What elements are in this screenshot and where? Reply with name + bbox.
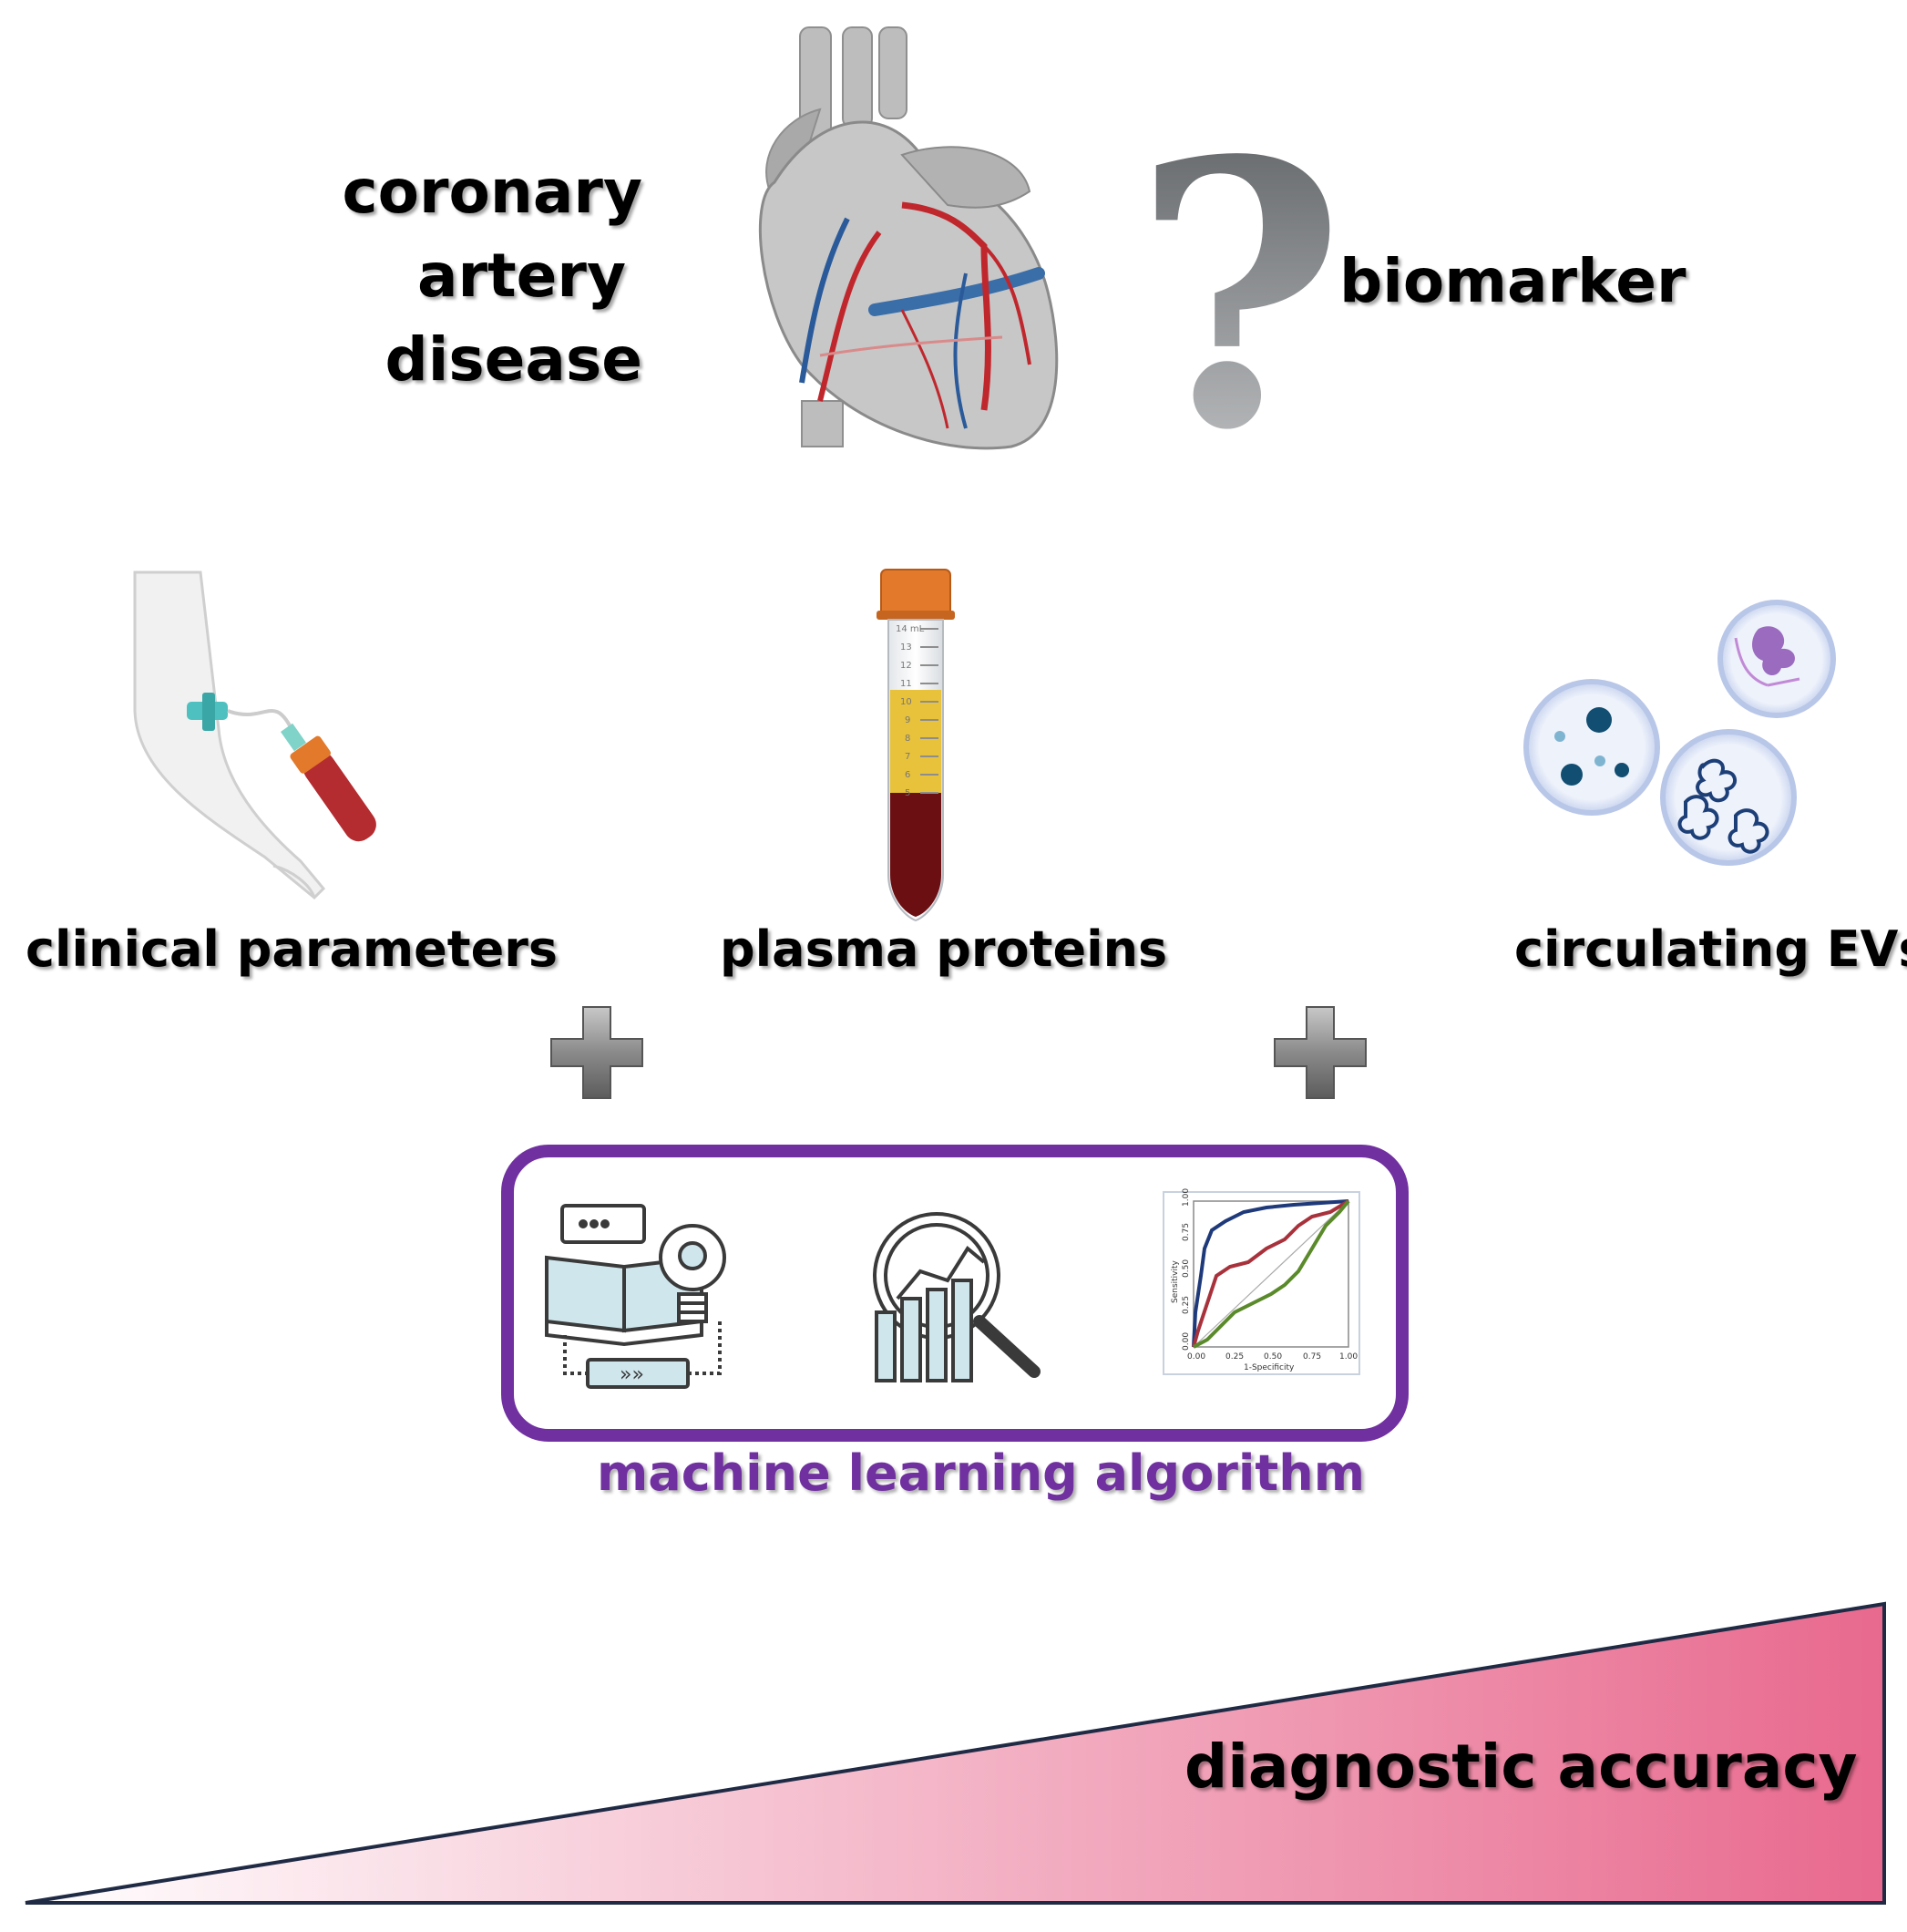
plus-icon (1274, 1006, 1367, 1099)
clinical-parameters-label: clinical parameters (26, 920, 559, 978)
tube-mark-11: 11 (900, 679, 912, 689)
plasma-tube-icon: 14 mL 13 12 11 10 9 8 7 6 5 (877, 569, 955, 922)
arm-blood-draw-icon (133, 570, 376, 900)
roc-ytick-1: 0.25 (1182, 1296, 1191, 1314)
disease-line-2: artery (417, 241, 626, 311)
roc-ytick-2: 0.50 (1182, 1259, 1191, 1278)
disease-line-1: coronary (342, 157, 642, 227)
knowledge-icon: »» (545, 1204, 726, 1389)
roc-series-red (1192, 1199, 1350, 1348)
roc-ytick-4: 1.00 (1182, 1188, 1191, 1207)
question-mark-glyph: ? (1133, 82, 1346, 510)
circulating-evs-label: circulating EVs (1514, 920, 1907, 978)
roc-xtick-1: 0.25 (1225, 1352, 1244, 1362)
tube-mark-5: 5 (905, 788, 910, 798)
question-mark-icon: ? (1133, 82, 1346, 510)
roc-xtick-0: 0.00 (1187, 1352, 1205, 1362)
tube-mark-7: 7 (905, 752, 910, 762)
roc-series-green (1193, 1199, 1350, 1349)
ml-algorithm-label: machine learning algorithm (597, 1444, 1365, 1502)
biomarker-label: biomarker (1339, 246, 1687, 316)
analytics-icon (873, 1212, 1041, 1382)
tube-mark-10: 10 (900, 697, 912, 707)
roc-xtick-2: 0.50 (1264, 1352, 1282, 1362)
roc-ylabel: Sensitivity (1171, 1259, 1180, 1303)
diagnostic-accuracy-label: diagnostic accuracy (1184, 1732, 1858, 1802)
tube-mark-9: 9 (905, 715, 910, 725)
tube-mark-14: 14 mL (896, 624, 925, 634)
extracellular-vesicles-icon (1523, 600, 1836, 866)
tube-mark-6: 6 (905, 770, 910, 780)
disease-line-3: disease (384, 324, 643, 395)
plus-icon (550, 1006, 643, 1099)
accuracy-wedge (25, 1601, 1886, 1905)
svg-text:»»: »» (620, 1363, 644, 1386)
roc-curve-icon: 0.00 0.25 0.50 0.75 1.00 1-Specificity 0… (1163, 1188, 1360, 1375)
roc-xtick-4: 1.00 (1339, 1352, 1358, 1362)
tube-mark-13: 13 (900, 642, 912, 653)
roc-ytick-3: 0.75 (1182, 1223, 1191, 1241)
roc-xtick-3: 0.75 (1303, 1352, 1321, 1362)
plasma-proteins-label: plasma proteins (720, 920, 1168, 978)
roc-series-blue (1192, 1199, 1349, 1348)
disease-title: coronary artery disease (343, 150, 642, 402)
tube-mark-8: 8 (905, 734, 910, 744)
heart-icon (758, 26, 1059, 450)
roc-xlabel: 1-Specificity (1244, 1363, 1295, 1372)
tube-mark-12: 12 (900, 661, 912, 671)
roc-ytick-0: 0.00 (1182, 1332, 1191, 1351)
